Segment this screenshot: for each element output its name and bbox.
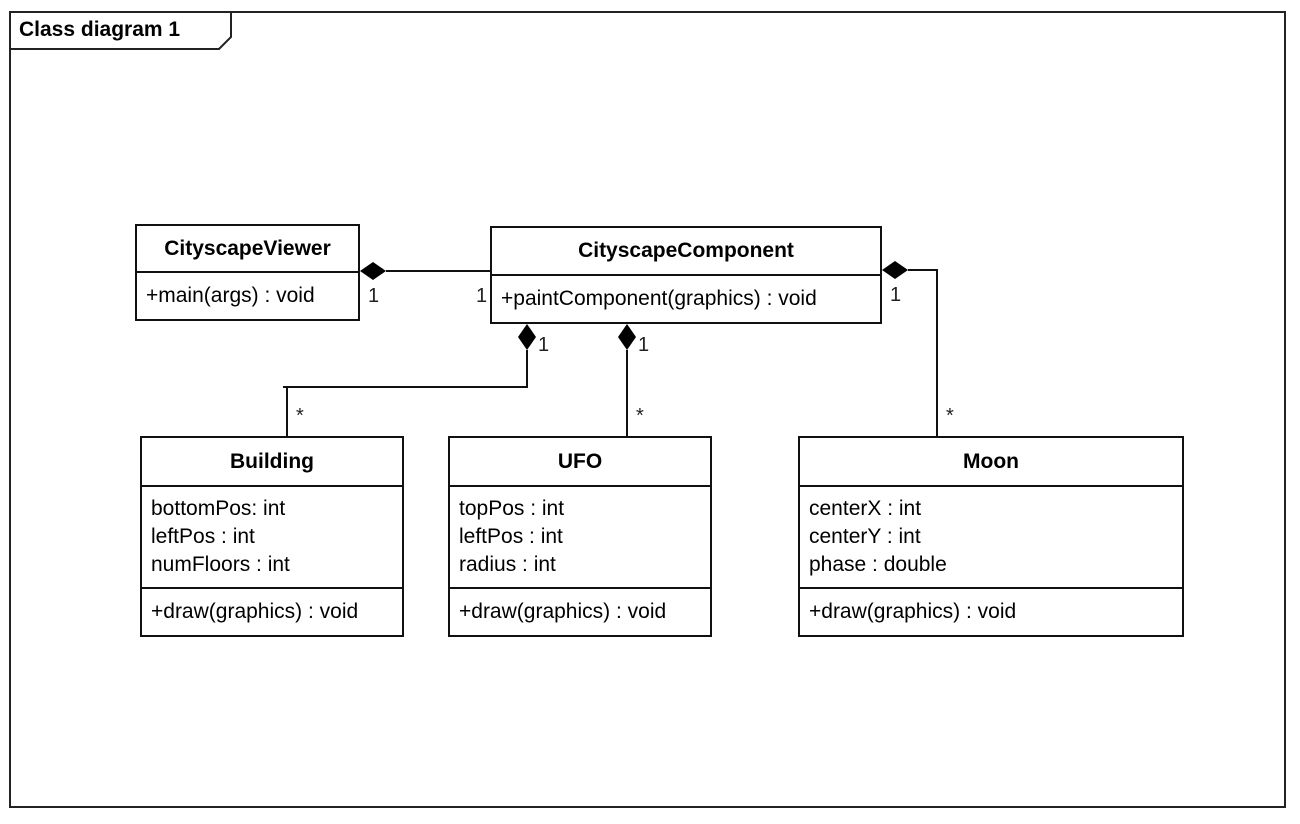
multiplicity-component-side: 1	[476, 285, 488, 307]
attributes-section: topPos : int leftPos : int radius : int	[450, 487, 710, 589]
composition-diamond-ufo	[618, 324, 636, 350]
operations-section: +paintComponent(graphics) : void	[492, 276, 880, 322]
operation: +paintComponent(graphics) : void	[501, 287, 817, 310]
attribute: centerY : int	[809, 525, 921, 548]
frame-title: Class diagram 1	[19, 18, 181, 41]
operations-section: +main(args) : void	[137, 273, 358, 319]
multiplicity-viewer-side: 1	[368, 285, 380, 307]
multiplicity-component-moon: 1	[890, 284, 902, 306]
assoc-line-component-moon	[908, 269, 938, 437]
multiplicity-component-building: 1	[538, 334, 550, 356]
multiplicity-building: *	[296, 405, 304, 427]
composition-diamond-building	[518, 324, 536, 350]
operations-section: +draw(graphics) : void	[450, 589, 710, 635]
class-moon[interactable]: Moon centerX : int centerY : int phase :…	[798, 436, 1184, 637]
operations-section: +draw(graphics) : void	[800, 589, 1182, 635]
multiplicity-ufo: *	[636, 405, 644, 427]
frame-tag-shape	[9, 11, 232, 50]
operation: +draw(graphics) : void	[151, 600, 359, 623]
class-cityscape-component[interactable]: CityscapeComponent +paintComponent(graph…	[490, 226, 882, 324]
composition-diamond-moon	[882, 261, 908, 279]
attribute: centerX : int	[809, 497, 922, 520]
assoc-line-component-building	[283, 350, 528, 388]
composition-diamond-viewer	[360, 262, 386, 280]
attribute: topPos : int	[459, 497, 565, 520]
attribute: numFloors : int	[151, 553, 290, 576]
operation: +draw(graphics) : void	[459, 600, 667, 623]
class-ufo[interactable]: UFO topPos : int leftPos : int radius : …	[448, 436, 712, 637]
attribute: leftPos : int	[151, 525, 255, 548]
class-cityscape-viewer[interactable]: CityscapeViewer +main(args) : void	[135, 224, 360, 321]
attribute: radius : int	[459, 553, 556, 576]
attributes-section: centerX : int centerY : int phase : doub…	[800, 487, 1182, 589]
class-name: UFO	[450, 438, 710, 487]
attribute: leftPos : int	[459, 525, 563, 548]
operation: +main(args) : void	[146, 284, 315, 307]
operation: +draw(graphics) : void	[809, 600, 1017, 623]
class-name: Moon	[800, 438, 1182, 487]
diagram-frame	[9, 11, 1286, 808]
class-name: Building	[142, 438, 402, 487]
class-name: CityscapeComponent	[492, 228, 880, 276]
attributes-section: bottomPos: int leftPos : int numFloors :…	[142, 487, 402, 589]
class-name: CityscapeViewer	[137, 226, 358, 273]
operations-section: +draw(graphics) : void	[142, 589, 402, 635]
multiplicity-component-ufo: 1	[638, 334, 650, 356]
attribute: phase : double	[809, 553, 947, 576]
attribute: bottomPos: int	[151, 497, 286, 520]
multiplicity-moon: *	[946, 405, 954, 427]
class-building[interactable]: Building bottomPos: int leftPos : int nu…	[140, 436, 404, 637]
